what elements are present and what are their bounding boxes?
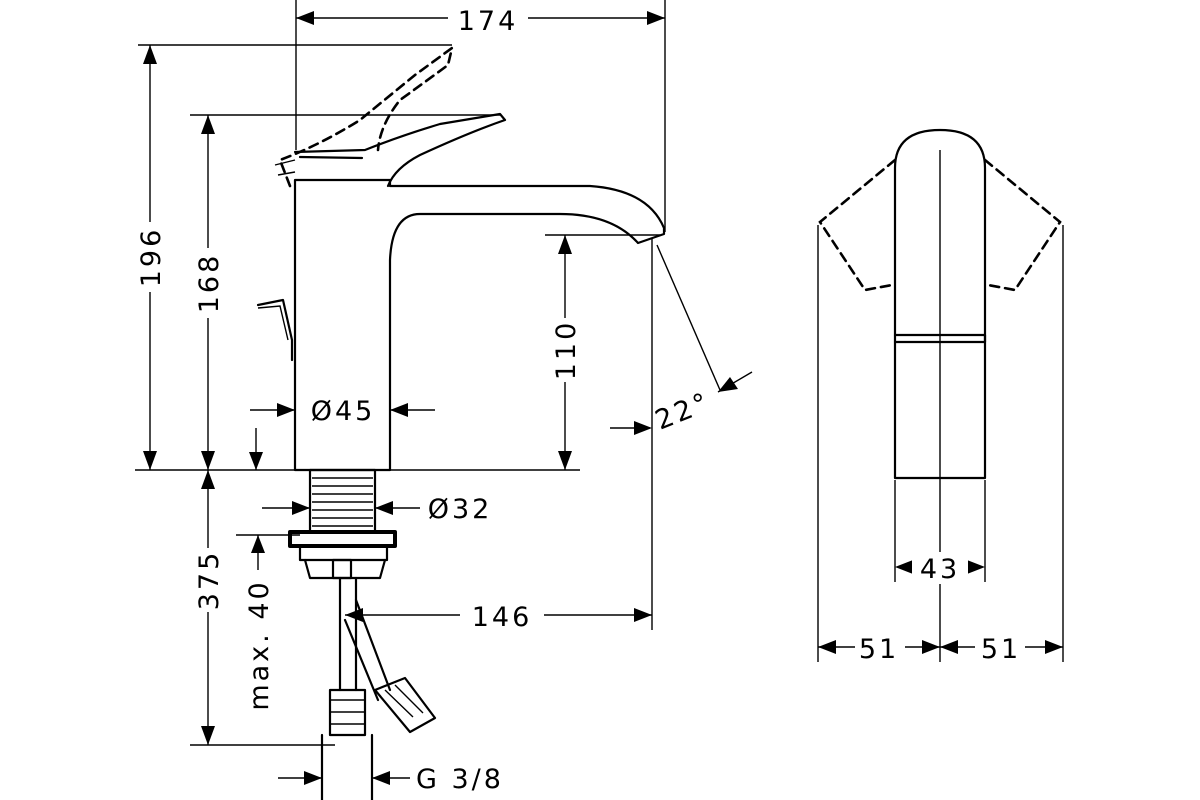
- dimension-labels: 174 196 168 110 22° Ø45 Ø32 375 max. 40 …: [136, 6, 1021, 795]
- label-spout-angle: 22°: [651, 386, 715, 436]
- label-overall-height: 196: [136, 227, 167, 288]
- label-max-thickness: max. 40: [244, 579, 275, 710]
- label-overall-width: 174: [458, 6, 519, 37]
- label-lever-height: 168: [194, 253, 225, 314]
- label-swing-left: 51: [859, 634, 899, 665]
- label-below-deck: 375: [194, 550, 225, 611]
- label-side-width: 43: [920, 554, 960, 585]
- label-swing-right: 51: [981, 634, 1021, 665]
- dimension-lines: [143, 11, 1063, 785]
- label-shank-diameter: Ø32: [428, 494, 493, 525]
- label-spout-height: 110: [551, 320, 582, 381]
- label-backgrounds: [134, 2, 1024, 664]
- label-connection: G 3/8: [416, 764, 504, 795]
- label-reach: 146: [472, 602, 533, 633]
- mounting-shank: [288, 468, 437, 800]
- label-body-diameter: Ø45: [311, 396, 376, 427]
- extension-lines: [138, 0, 1064, 746]
